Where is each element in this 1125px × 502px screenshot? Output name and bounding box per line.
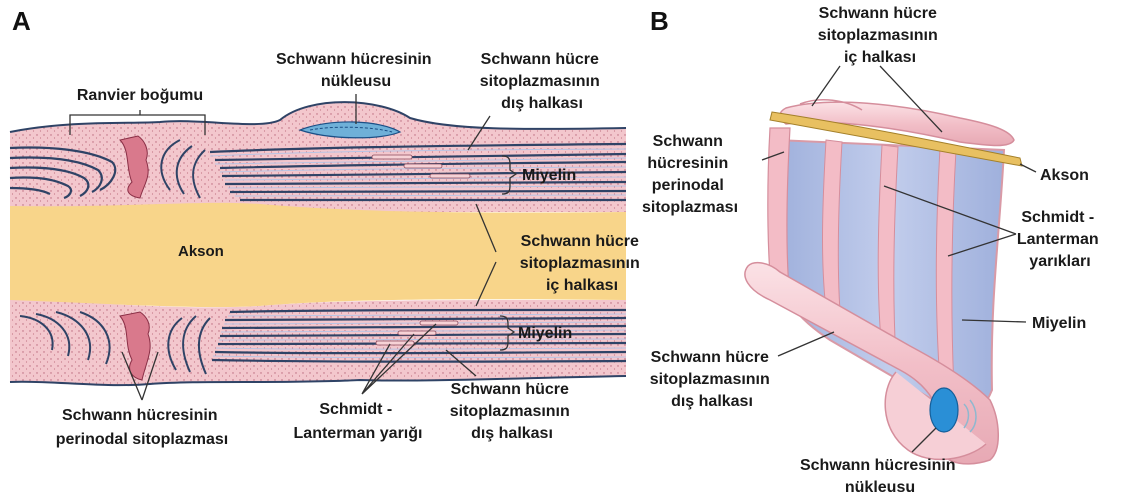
inner-ring-label-b: Schwann hücre sitoplazmasının iç halkası xyxy=(818,5,942,66)
ranvier-node-label: Ranvier boğumu xyxy=(77,87,203,104)
panel-a: A xyxy=(10,6,644,464)
myelin-label-b: Miyelin xyxy=(1032,315,1086,332)
outer-ring-label-b: Schwann hücre sitoplazmasının dış halkas… xyxy=(650,349,774,410)
panel-b-letter: B xyxy=(650,6,669,36)
schmidt-lanterman-label-b: Schmidt - Lanterman yarıkları xyxy=(1017,209,1103,270)
panel-a-letter: A xyxy=(12,6,31,36)
bottom-sheath xyxy=(10,300,626,385)
nucleus-b xyxy=(930,388,958,432)
myelin-top-label: Miyelin xyxy=(522,167,576,184)
axon-label-b: Akson xyxy=(1040,167,1089,184)
perinodal-label-b: Schwann hücresinin perinodal sitoplazmas… xyxy=(642,133,738,216)
axon-label-a: Akson xyxy=(178,243,224,260)
nucleus-label-b: Schwann hücresinin nükleusu xyxy=(800,457,960,496)
panel-b: B Schwann hücre sitoplazmasının iç halka… xyxy=(642,5,1103,496)
myelin-bottom-label: Miyelin xyxy=(518,325,572,342)
